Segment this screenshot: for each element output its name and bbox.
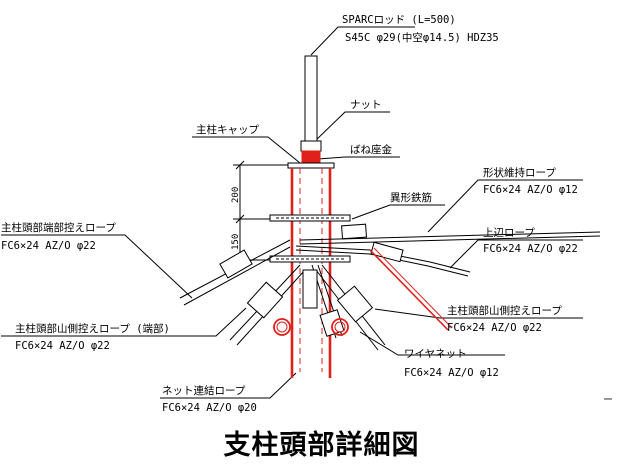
label-top-rope-spec: FC6×24 AZ/O φ22 [483,243,578,255]
head-side-ropes [229,264,386,351]
rebar-plates [269,214,351,263]
shape-rope-line [299,231,601,245]
top-rope-line [295,241,471,277]
label-sparc-rod: SPARCロッド (L=500) [342,14,456,26]
label-head-side-rope-end-spec: FC6×24 AZ/O φ22 [15,340,110,352]
label-head-side-rope-spec: FC6×24 AZ/O φ22 [447,322,542,334]
nut-part [300,140,322,152]
label-nut: ナット [350,99,382,111]
label-wire-net: ワイヤネット [404,348,467,360]
wire-net-line [369,247,453,331]
rebar-coupler [341,223,367,240]
label-head-side-rope: 主柱頭部山側控えロープ [447,304,562,317]
head-end-rope [179,239,291,306]
dimension-lower: 150 [231,234,241,250]
label-head-side-rope-end: 主柱頭部山側控えロープ (端部) [15,322,170,335]
label-top-rope: 上辺ロープ [483,227,535,239]
label-shape-rope-spec: FC6×24 AZ/O φ12 [483,184,578,196]
label-rebar: 異形鉄筋 [390,191,432,204]
sparc-rod [304,55,318,151]
label-wire-net-spec: FC6×24 AZ/O φ12 [404,367,499,379]
label-cap: 主柱キャップ [196,123,259,136]
dimension-upper: 200 [231,187,241,203]
leader-lines [1,26,583,399]
label-spring-washer: ばね座金 [350,143,392,156]
label-net-rope-spec: FC6×24 AZ/O φ20 [162,402,257,414]
spring-washer-part [301,150,321,164]
label-shape-rope: 形状維持ロープ [483,166,556,179]
drawing-title: 支柱頭部詳細図 [223,430,420,461]
dimension-lines [233,160,298,265]
label-sparc-rod-spec: S45C φ29(中空φ14.5) HDZ35 [345,31,499,44]
label-net-rope: ネット連結ロープ [162,384,246,397]
label-head-end-rope: 主柱頭部端部控えロープ [1,221,116,234]
net-rope-loops [273,318,349,336]
cap-part [287,162,335,169]
label-head-end-rope-spec: FC6×24 AZ/O φ22 [1,240,96,252]
